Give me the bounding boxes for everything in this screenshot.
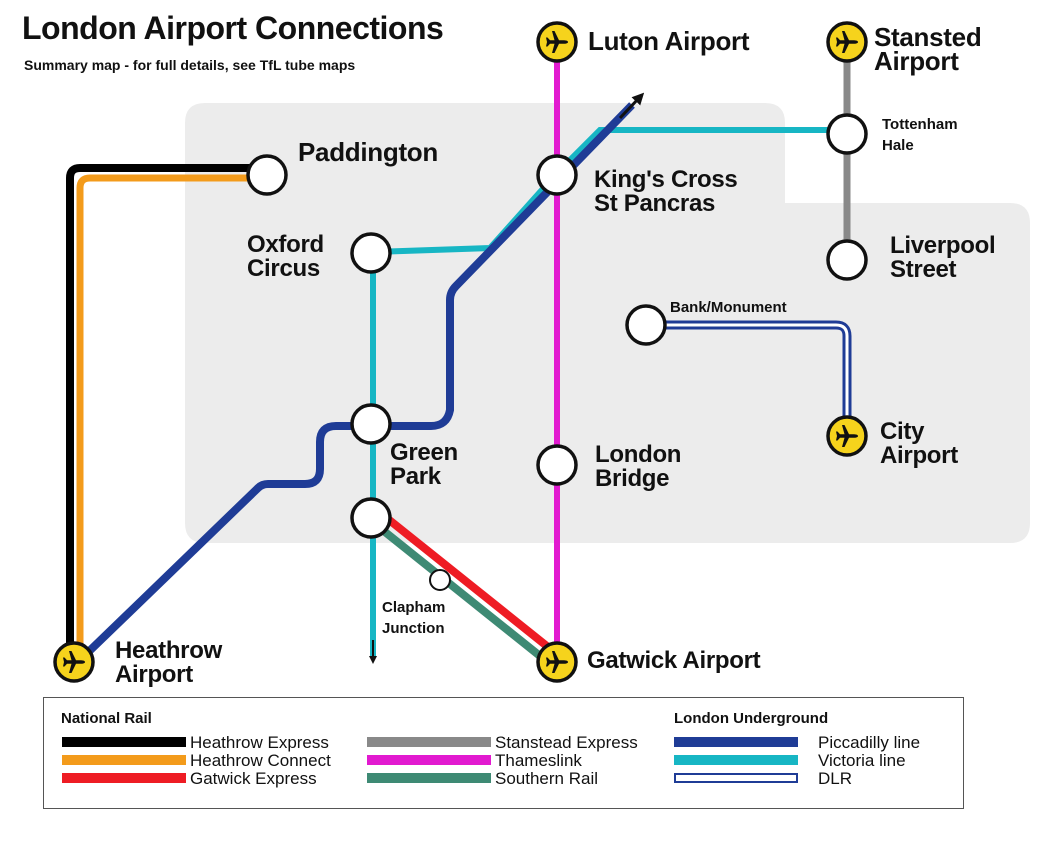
swatch-piccadilly bbox=[674, 737, 798, 747]
label-heathrow: Heathrow Airport bbox=[115, 637, 222, 688]
liverpool-street-station[interactable] bbox=[826, 239, 868, 281]
gatwick-express-line bbox=[385, 515, 561, 659]
legend-label: Stanstead Express bbox=[495, 733, 638, 752]
label-kings-cross: King's Cross St Pancras bbox=[594, 166, 738, 217]
legend-label: Thameslink bbox=[495, 751, 582, 770]
swatch-thameslink bbox=[367, 755, 491, 765]
legend-label: Heathrow Connect bbox=[190, 751, 331, 770]
bank-monument-station[interactable] bbox=[625, 304, 667, 346]
swatch-heathrow-connect bbox=[62, 755, 186, 765]
legend-label: Southern Rail bbox=[495, 769, 599, 788]
central-zone bbox=[185, 103, 1030, 543]
map-title: London Airport Connections bbox=[22, 10, 444, 46]
tottenham-hale-station[interactable] bbox=[826, 113, 868, 155]
label-oxford-circus: Oxford Circus bbox=[247, 231, 324, 282]
swatch-gatwick-express bbox=[62, 773, 186, 783]
heathrow-connect-line bbox=[76, 174, 262, 650]
swatch-victoria bbox=[674, 755, 798, 765]
label-tottenham-hale: Tottenham Hale bbox=[882, 116, 958, 154]
southern-rail-line bbox=[377, 524, 553, 668]
label-bank-monument: Bank/Monument bbox=[670, 299, 787, 316]
legend-heading-national-rail: National Rail bbox=[61, 710, 152, 727]
legend-label: Piccadilly line bbox=[818, 733, 921, 752]
heathrow-express-line bbox=[66, 164, 262, 650]
green-park-station[interactable] bbox=[350, 403, 392, 445]
gatwick-airport-marker[interactable] bbox=[536, 641, 578, 683]
label-luton: Luton Airport bbox=[588, 26, 750, 56]
label-green-park: Green Park bbox=[390, 439, 458, 490]
heathrow-airport-marker[interactable] bbox=[53, 641, 95, 683]
label-paddington: Paddington bbox=[298, 137, 438, 167]
swatch-heathrow-express bbox=[62, 737, 186, 747]
legend-label: Gatwick Express bbox=[190, 769, 317, 788]
luton-airport-marker[interactable] bbox=[536, 21, 578, 63]
london-bridge-station[interactable] bbox=[536, 444, 578, 486]
label-liverpool-street: Liverpool Street bbox=[890, 232, 996, 283]
label-city-airport: City Airport bbox=[880, 418, 958, 469]
paddington-station[interactable] bbox=[246, 154, 288, 196]
label-gatwick: Gatwick Airport bbox=[587, 647, 761, 674]
legend-label: Victoria line bbox=[818, 751, 906, 770]
legend-heading-underground: London Underground bbox=[674, 710, 829, 727]
legend: National Rail London Underground Heathro… bbox=[43, 697, 964, 809]
legend-label: Heathrow Express bbox=[190, 733, 329, 752]
oxford-circus-station[interactable] bbox=[350, 232, 392, 274]
piccadilly-line-arrow bbox=[618, 92, 645, 120]
clapham-junction-station[interactable] bbox=[429, 569, 451, 591]
label-stansted: Stansted Airport bbox=[874, 22, 982, 76]
swatch-dlr bbox=[674, 773, 798, 783]
swatch-southern-rail bbox=[367, 773, 491, 783]
stansted-airport-marker[interactable] bbox=[826, 21, 868, 63]
label-london-bridge: London Bridge bbox=[595, 441, 682, 492]
kings-cross-station[interactable] bbox=[536, 154, 578, 196]
label-clapham-junction: Clapham Junction bbox=[382, 599, 446, 637]
city-airport-marker[interactable] bbox=[826, 415, 868, 457]
swatch-stansted-express bbox=[367, 737, 491, 747]
dlr-line-inner bbox=[647, 323, 849, 435]
map-subtitle: Summary map - for full details, see TfL … bbox=[24, 57, 356, 73]
piccadilly-line bbox=[75, 102, 635, 665]
legend-label: DLR bbox=[818, 769, 853, 788]
victoria-station[interactable] bbox=[350, 497, 392, 539]
